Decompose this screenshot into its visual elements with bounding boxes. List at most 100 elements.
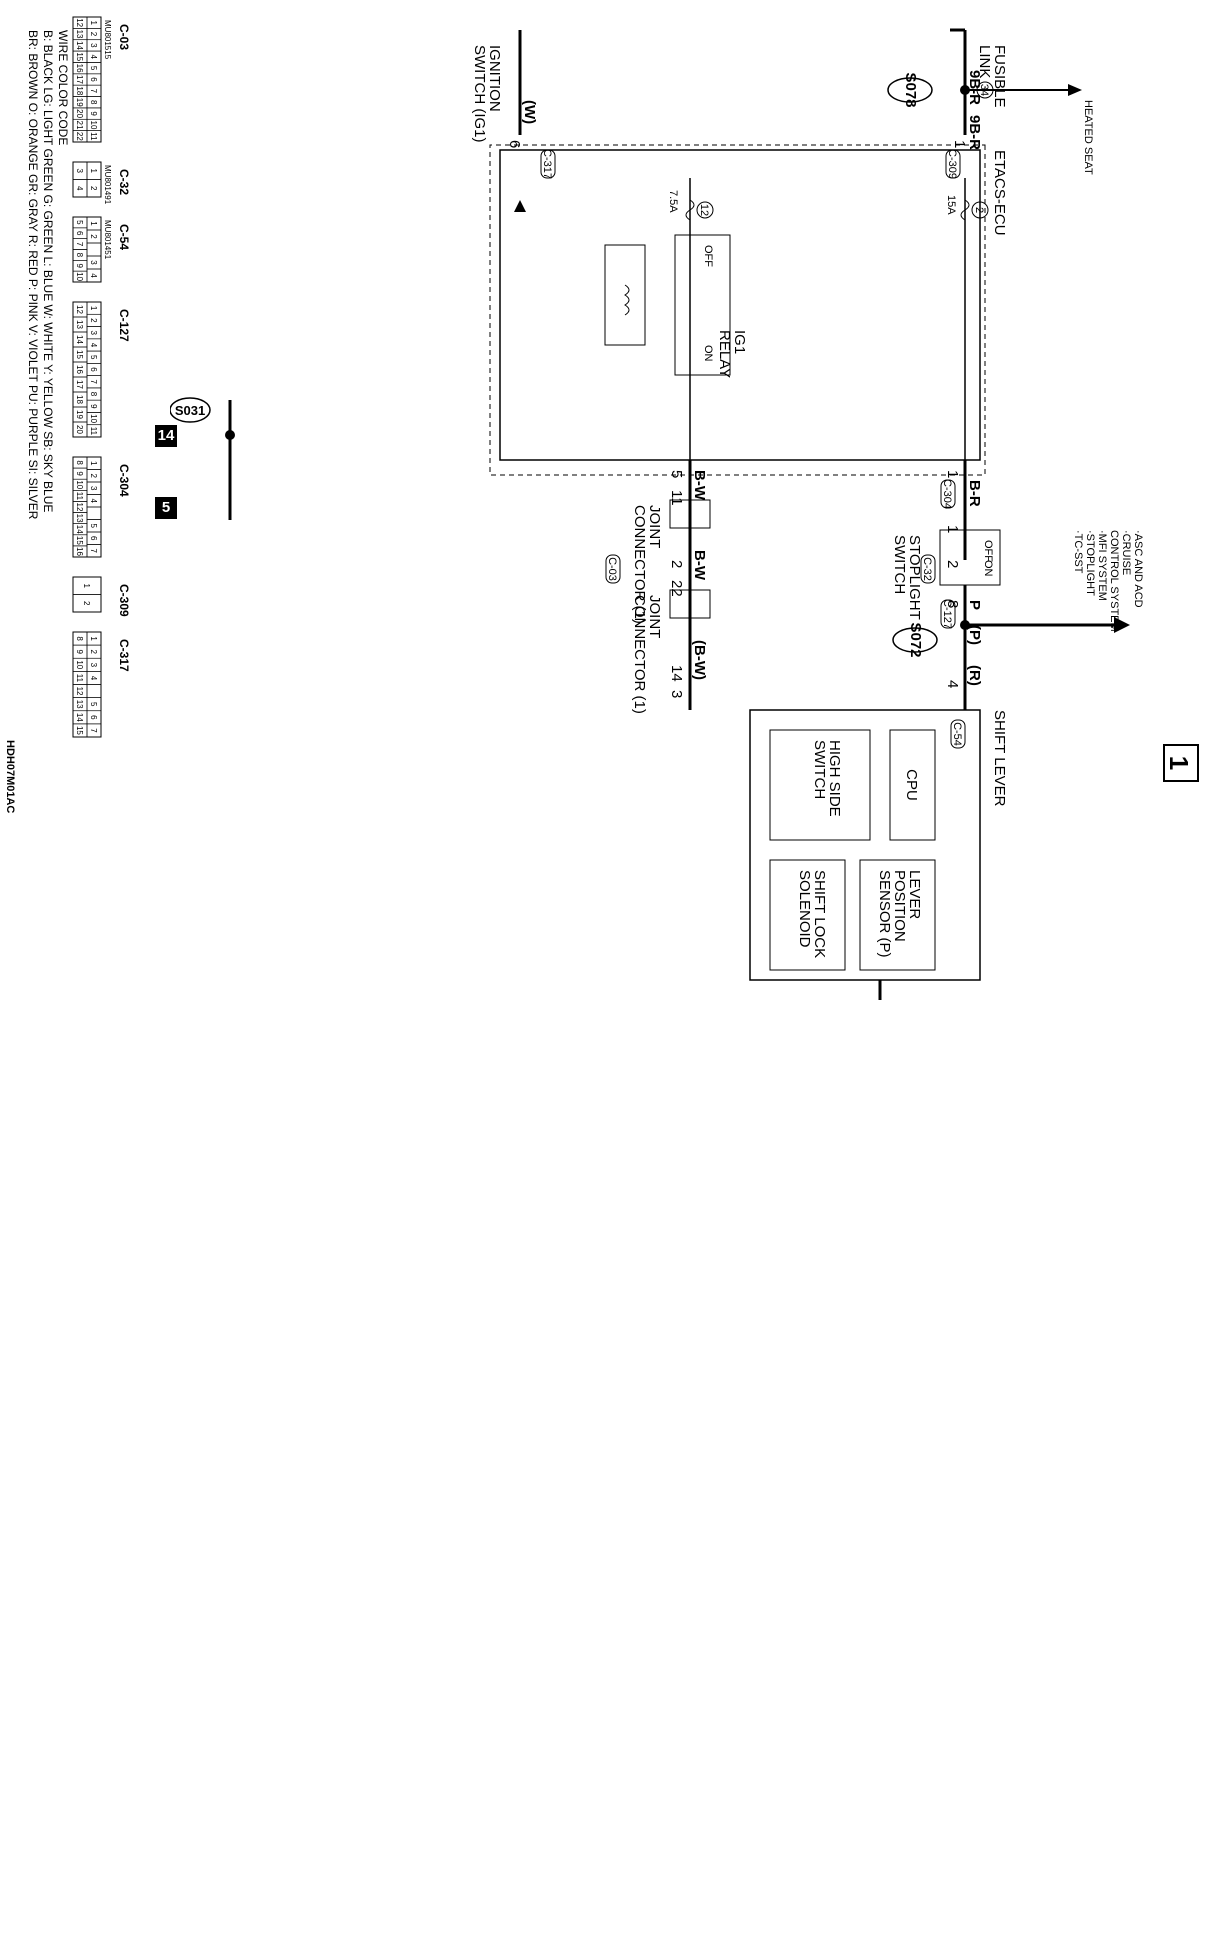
wire-bw-label-1: B-W: [691, 470, 708, 501]
connector-pin-cell: [72, 723, 88, 738]
connector-pin-number: 10: [75, 272, 84, 281]
connector-pin-number: 9: [89, 404, 98, 409]
connector-pin-number: 14: [75, 41, 84, 50]
connector-pin-number: 4: [89, 55, 98, 60]
pin-c03-22: 22: [668, 580, 685, 597]
connector-pin-cell: [72, 130, 88, 143]
connector-pin-number: 8: [75, 460, 84, 465]
connector-pin-number: 1: [89, 461, 98, 466]
connector-pin-number: 14: [75, 525, 84, 534]
ground-ref-14: 14: [155, 425, 177, 447]
connector-pin-number: 11: [89, 427, 98, 436]
connector-c309-label: C-309: [946, 149, 958, 179]
connector-pin-cell: [72, 270, 88, 283]
connector-pin-number: 13: [75, 320, 84, 329]
connector-pin-number: 13: [75, 30, 84, 39]
connector-pin-number: 11: [75, 674, 84, 683]
connector-pin-number: 17: [75, 75, 84, 84]
wire-br-label: B-R: [966, 480, 983, 507]
connector-pin-number: 7: [89, 380, 98, 385]
connector-view-part: MU801491: [103, 165, 112, 205]
wire-bw-label-3: (B-W): [691, 640, 708, 680]
connector-views-svg: C-03MU8015151234567891011121314151617181…: [72, 16, 131, 738]
connector-pin-number: 9: [75, 471, 84, 476]
connector-pin-number: 12: [75, 305, 84, 314]
connector-pin-number: 19: [75, 410, 84, 419]
connector-pin-number: 15: [75, 52, 84, 61]
connector-pin-number: 2: [89, 32, 98, 37]
image-code: HDH07M01AC: [4, 740, 16, 814]
connector-pin-number: 13: [75, 514, 84, 523]
high-side-switch-label: HIGH SIDE: [826, 740, 843, 817]
connector-view-c-03: C-03MU8015151234567891011121314151617181…: [72, 16, 131, 143]
connector-view-part: MU801451: [103, 220, 112, 260]
wire-w-label: (W): [521, 100, 538, 124]
fuse-12-amp: 7.5A: [667, 190, 679, 213]
fuse-12-icon: [685, 199, 695, 221]
connector-view-part: MU801515: [103, 20, 112, 60]
stoplight-switch-label: STOPLIGHT: [906, 535, 923, 620]
connector-pin-number: 20: [75, 425, 84, 434]
connector-pin-number: 3: [89, 43, 98, 48]
connector-pin-number: 7: [89, 549, 98, 554]
connector-pin-number: 16: [75, 64, 84, 73]
connector-pin-number: 1: [89, 20, 98, 25]
connector-pin-number: 6: [89, 367, 98, 372]
stoplight-switch-box: [939, 529, 1001, 586]
joint-connector-b-box: [669, 499, 711, 529]
connector-c127-label: C-127: [941, 599, 953, 629]
connector-pin-number: 7: [89, 728, 98, 733]
fuse-2-amp: 15A: [945, 195, 957, 215]
ig1-relay-label: IG1: [731, 330, 748, 354]
connector-pin-number: 11: [75, 492, 84, 501]
connector-pin-number: 4: [89, 273, 98, 278]
connector-pin-number: 11: [89, 132, 98, 141]
connector-pin-number: 5: [89, 355, 98, 360]
stoplight-switch-label-2: SWITCH: [891, 535, 908, 594]
lever-position-sensor-label: LEVER: [906, 870, 923, 919]
ig1-relay-coil-icon: [624, 284, 630, 316]
pin-c127-8: 8: [944, 600, 961, 608]
connector-pin-number: 6: [89, 77, 98, 82]
fusible-link-label-2: LINK: [976, 45, 993, 78]
connector-pin-number: 3: [89, 260, 98, 265]
connector-pin-cell: [72, 545, 88, 558]
heated-seat-label: HEATED SEAT: [1082, 100, 1094, 175]
connector-pin-number: 6: [89, 715, 98, 720]
arrow-target-3: ·MFI SYSTEM: [1096, 530, 1108, 601]
connector-pin-number: 12: [75, 503, 84, 512]
pin-c304-5: 5: [668, 470, 685, 478]
connector-pin-number: 1: [89, 636, 98, 641]
fuse-12-number: 12: [698, 204, 710, 216]
connector-pin-number: 5: [75, 220, 84, 225]
ground-svg: S031: [169, 397, 235, 520]
connector-c317-label: C-317: [541, 149, 553, 179]
connector-c32-label: C-32: [921, 557, 933, 581]
wire-pp-label: (P): [966, 625, 983, 645]
connector-view-title: C-32: [117, 169, 131, 195]
connector-c317: 6 C-317: [506, 140, 556, 179]
cpu-label: CPU: [903, 769, 920, 801]
connector-c03-badge: [605, 554, 621, 584]
branch-arrow-icon: [1114, 617, 1130, 633]
connector-pin-number: 1: [89, 306, 98, 311]
connector-pin-number: 10: [75, 660, 84, 669]
connector-pin-number: 2: [89, 318, 98, 323]
arrow-target-4: ·STOPLIGHT: [1084, 530, 1096, 596]
connector-pin-number: 2: [82, 601, 91, 606]
pin-c309-1: 1: [951, 140, 968, 148]
page-badge: 1: [1163, 744, 1199, 782]
wire-color-legend: WIRE COLOR CODE B: BLACK LG: LIGHT GREEN…: [18, 30, 70, 750]
connector-c304-badge: [940, 479, 956, 509]
connector-c309: 1 C-309: [945, 140, 968, 179]
connector-pin-number: 7: [75, 242, 84, 247]
wire-9br-label-a: 9B-R: [966, 70, 983, 105]
connector-pin-number: 12: [75, 18, 84, 27]
connector-pin-number: 14: [75, 335, 84, 344]
connector-pin-number: 12: [75, 687, 84, 696]
shift-lock-solenoid-label: SHIFT LOCK: [811, 870, 828, 958]
etacs-ecu-dashed-outline: [489, 144, 986, 476]
wire-p-label: P: [966, 600, 983, 610]
